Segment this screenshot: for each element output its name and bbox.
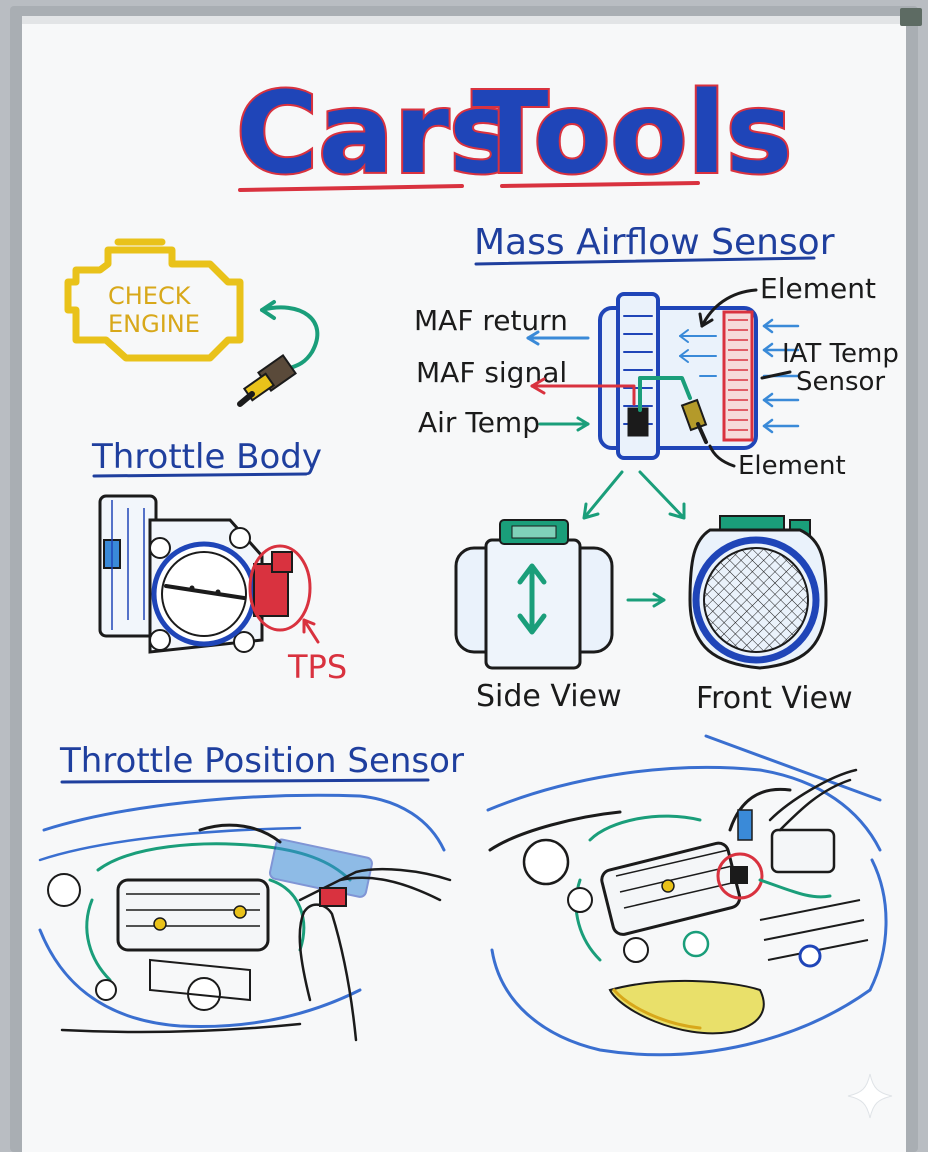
tps-heading-underline [60,778,430,784]
temp-sensor-icon [237,353,297,407]
element-top-arrow [700,288,758,328]
engine-bay-left [38,793,452,1042]
title-underline-right [500,181,700,188]
side-view-label: Side View [476,679,622,714]
title-tools: Tools [472,69,792,199]
maf-sensor-diagram [598,292,800,460]
side-view-diagram [454,519,614,670]
tps-arrow [302,618,320,644]
element-top-label: Element [760,272,876,305]
tps-heading: Throttle Position Sensor [59,741,464,781]
engine-bay-right [486,734,888,1057]
element-bottom-arrow [708,444,736,468]
engine-label: ENGINE [108,310,200,338]
maf-heading-underline [474,256,816,266]
check-engine-icon: CHECK ENGINE [64,238,244,362]
side-view-branch-arrow [582,470,624,520]
iat-arrow [760,370,792,380]
sparkle-icon [847,1073,893,1119]
throttle-body-diagram [98,494,312,654]
air-temp-label: Air Temp [418,406,540,439]
title-underline-left [238,184,464,192]
sensor-wire-arrow [260,300,276,320]
page-title: Cars Tools [234,67,794,201]
maf-signal-label: MAF signal [416,356,567,389]
front-view-branch-arrow [638,470,686,520]
tps-label: TPS [287,648,347,686]
view-arrow [626,592,666,608]
iat-temp-label: IAT Temp [782,339,899,369]
front-view-diagram [688,515,828,670]
throttle-body-underline [92,472,308,478]
title-cars: Cars [236,69,516,199]
front-view-label: Front View [696,681,853,716]
check-label: CHECK [108,282,192,310]
maf-signal-arrow [530,384,636,406]
maf-heading: Mass Airflow Sensor [474,222,835,263]
throttle-body-heading: Throttle Body [91,437,322,477]
element-bottom-label: Element [738,451,846,481]
maf-return-label: MAF return [414,304,568,337]
iat-sensor-label: Sensor [796,367,885,397]
